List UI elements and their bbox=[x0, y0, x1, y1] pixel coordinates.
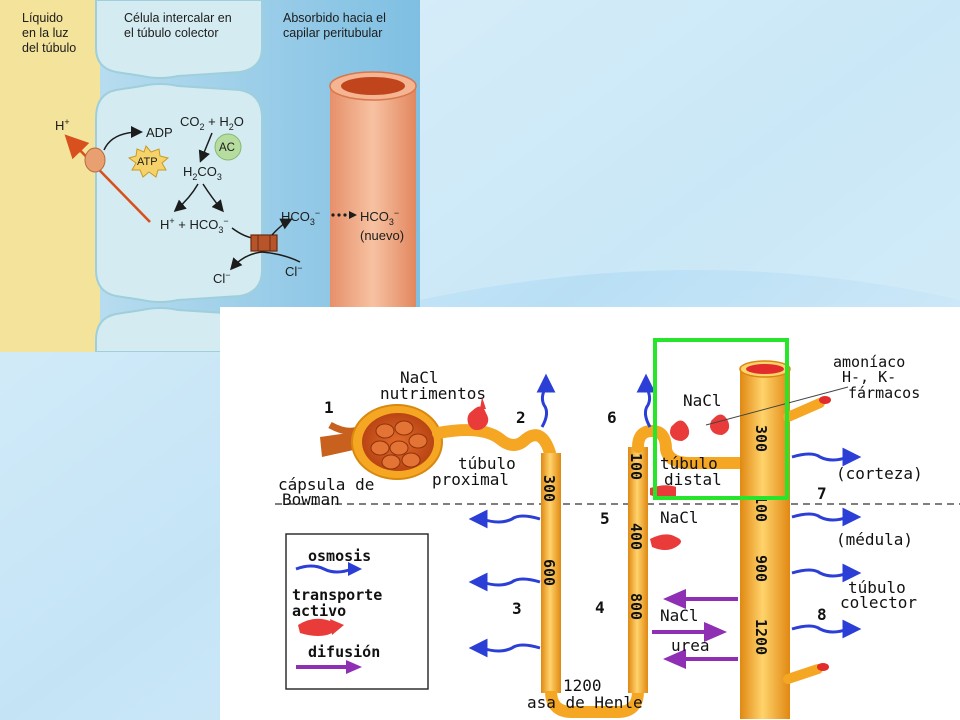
proximal-tubule-label-1: túbulo bbox=[458, 454, 516, 473]
loop-of-henle-bend bbox=[545, 690, 644, 718]
legend-diffusion-label: difusión bbox=[308, 643, 380, 661]
legend-osmosis-label: osmosis bbox=[308, 547, 371, 565]
region-number-7: 7 bbox=[817, 484, 827, 503]
dissociation-arrow-right bbox=[202, 183, 224, 213]
region-number-8: 8 bbox=[817, 605, 827, 624]
h-plus-hco3-label: H+ + HCO3− bbox=[160, 216, 229, 235]
intercalated-cell-figure: Líquido en la luz del túbulo Célula inte… bbox=[0, 0, 420, 352]
co2-h2o-label: CO2 + H2O bbox=[180, 114, 244, 132]
legend-transport-label-1: transporte bbox=[292, 586, 382, 604]
region-number-5: 5 bbox=[600, 509, 610, 528]
region-number-2: 2 bbox=[516, 408, 526, 427]
cl-hco3-exchanger bbox=[250, 234, 278, 252]
asa-henle-label: asa de Henle bbox=[527, 693, 643, 712]
legend: osmosis transporte activo difusión bbox=[285, 533, 429, 690]
cl-left-label: Cl− bbox=[213, 270, 231, 286]
medula-label: (médula) bbox=[836, 530, 913, 549]
adp-label: ADP bbox=[146, 125, 173, 140]
osmolarity-ascending-400: 400 bbox=[627, 523, 645, 550]
atp-starburst: ATP bbox=[127, 144, 170, 178]
cl-right-label: Cl− bbox=[285, 263, 303, 279]
co2-to-h2co3-arrow bbox=[198, 132, 213, 163]
region-number-3: 3 bbox=[512, 599, 522, 618]
nacl-distal-label: NaCl bbox=[683, 391, 722, 410]
nephron-diagram: osmosis transporte activo difusión 1 2 3… bbox=[220, 307, 960, 720]
capillary-header: Absorbido hacia el capilar peritubular bbox=[283, 11, 389, 40]
farmacos-label: fármacos bbox=[848, 384, 920, 402]
carbonic-anhydrase: AC bbox=[214, 133, 242, 161]
osmolarity-ascending-800: 800 bbox=[627, 593, 645, 620]
descending-limb bbox=[541, 453, 561, 693]
h-plus-secretion-arrow bbox=[64, 134, 151, 223]
proton-pump bbox=[84, 147, 106, 173]
region-number-4: 4 bbox=[595, 598, 605, 617]
dotted-arrow-to-capillary bbox=[331, 211, 357, 219]
cell-header: Célula intercalar en el túbulo colector bbox=[124, 11, 235, 40]
svg-text:ATP: ATP bbox=[137, 156, 158, 168]
nacl-proximal-label: NaCl bbox=[400, 368, 439, 387]
chloride-exchange-arrow bbox=[230, 251, 301, 271]
corteza-label: (corteza) bbox=[836, 464, 923, 483]
capsula-label-2: Bowman bbox=[282, 490, 340, 509]
collecting-duct bbox=[739, 360, 831, 719]
nutrimentos-label: nutrimentos bbox=[380, 384, 486, 403]
ascending-limb bbox=[628, 447, 648, 693]
lumen-zone bbox=[0, 0, 100, 352]
osmolarity-ascending-100: 100 bbox=[627, 453, 645, 480]
intercalated-cell-diagram: Líquido en la luz del túbulo Célula inte… bbox=[0, 0, 420, 352]
secretion-pointer-line bbox=[705, 386, 849, 426]
diffusion-arrows bbox=[652, 588, 738, 670]
urea-label: urea bbox=[671, 636, 710, 655]
distal-tubule-label-2: distal bbox=[664, 470, 722, 489]
osmosis-arrows bbox=[468, 373, 862, 658]
upper-cell bbox=[95, 0, 263, 79]
collecting-duct-label-2: colector bbox=[840, 593, 917, 612]
osmolarity-proximal-600: 600 bbox=[540, 559, 558, 586]
nacl-5-label: NaCl bbox=[660, 508, 699, 527]
amoniaco-label: amoníaco bbox=[833, 353, 905, 371]
proximal-convoluted-segment bbox=[432, 424, 556, 459]
nacl-4-label: NaCl bbox=[660, 606, 699, 625]
osmolarity-collecting-900: 900 bbox=[752, 555, 770, 582]
asa-1200-label: 1200 bbox=[563, 676, 602, 695]
svg-text:AC: AC bbox=[219, 142, 235, 154]
osmolarity-collecting-100: 100 bbox=[752, 495, 770, 522]
hco3-new-label: HCO3− bbox=[360, 208, 399, 227]
dissociation-arrow-left bbox=[173, 183, 199, 212]
h-k-label: H-, K- bbox=[842, 368, 896, 386]
h-plus-lumen: H+ bbox=[55, 117, 70, 133]
highlight-box bbox=[653, 338, 789, 500]
nephron-figure: osmosis transporte activo difusión 1 2 3… bbox=[275, 338, 960, 719]
osmolarity-proximal-300: 300 bbox=[540, 475, 558, 502]
lumen-header: Líquido en la luz del túbulo bbox=[22, 11, 76, 55]
collecting-duct-label-1: túbulo bbox=[848, 578, 906, 597]
distal-tubule bbox=[632, 424, 751, 469]
proximal-tubule-label-2: proximal bbox=[432, 470, 509, 489]
region-number-1: 1 bbox=[324, 398, 334, 417]
hco3-to-capillary-arrow bbox=[271, 218, 293, 236]
distal-tubule-label-1: túbulo bbox=[660, 454, 718, 473]
osmolarity-collecting-300: 300 bbox=[752, 425, 770, 452]
bowman-capsule bbox=[320, 404, 443, 480]
hco3-exit-label: HCO3− bbox=[281, 208, 320, 227]
osmolarity-collecting-1200: 1200 bbox=[752, 619, 770, 655]
capsula-label-1: cápsula de bbox=[278, 475, 374, 494]
legend-transport-label-2: activo bbox=[292, 602, 346, 620]
adp-arrow bbox=[103, 126, 143, 151]
nuevo-label: (nuevo) bbox=[360, 228, 404, 243]
h2co3-label: H2CO3 bbox=[183, 164, 222, 182]
region-number-6: 6 bbox=[607, 408, 617, 427]
